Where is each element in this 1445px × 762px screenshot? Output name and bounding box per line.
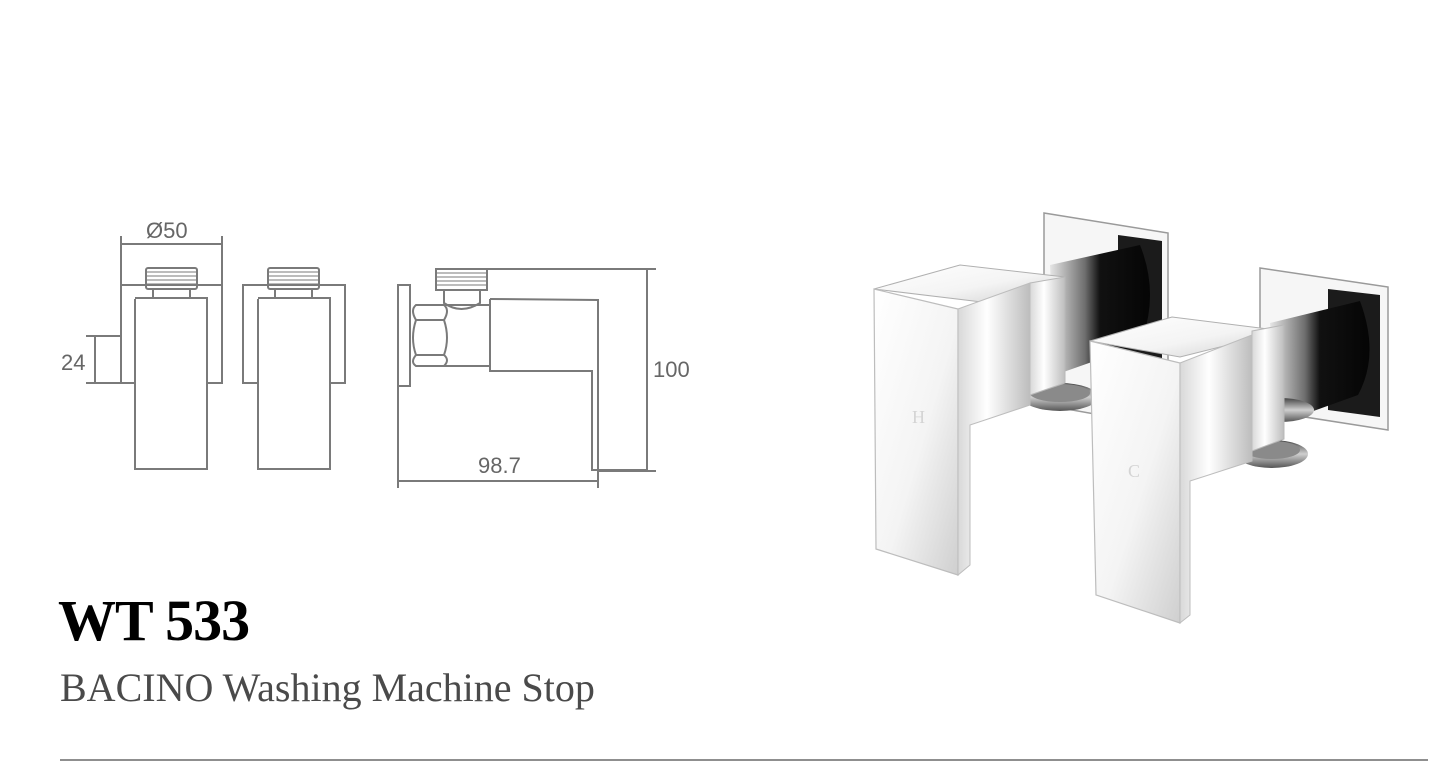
dim-diameter-label: Ø50 — [146, 218, 188, 243]
bottom-divider — [60, 759, 1428, 761]
hot-label: H — [912, 407, 925, 427]
front-view-right — [242, 267, 346, 470]
product-image: H C — [873, 212, 1389, 625]
model-number: WT 533 — [58, 588, 250, 653]
product-name: BACINO Washing Machine Stop — [60, 665, 595, 710]
front-view-left — [86, 236, 223, 470]
side-view — [397, 268, 656, 488]
cold-label: C — [1128, 461, 1140, 481]
dim-24-label: 24 — [61, 350, 85, 375]
dim-98-7-label: 98.7 — [478, 453, 521, 478]
cold-valve: C — [1089, 267, 1389, 625]
technical-drawing: Ø50 24 100 98.7 — [61, 218, 690, 488]
dim-100-label: 100 — [653, 357, 690, 382]
